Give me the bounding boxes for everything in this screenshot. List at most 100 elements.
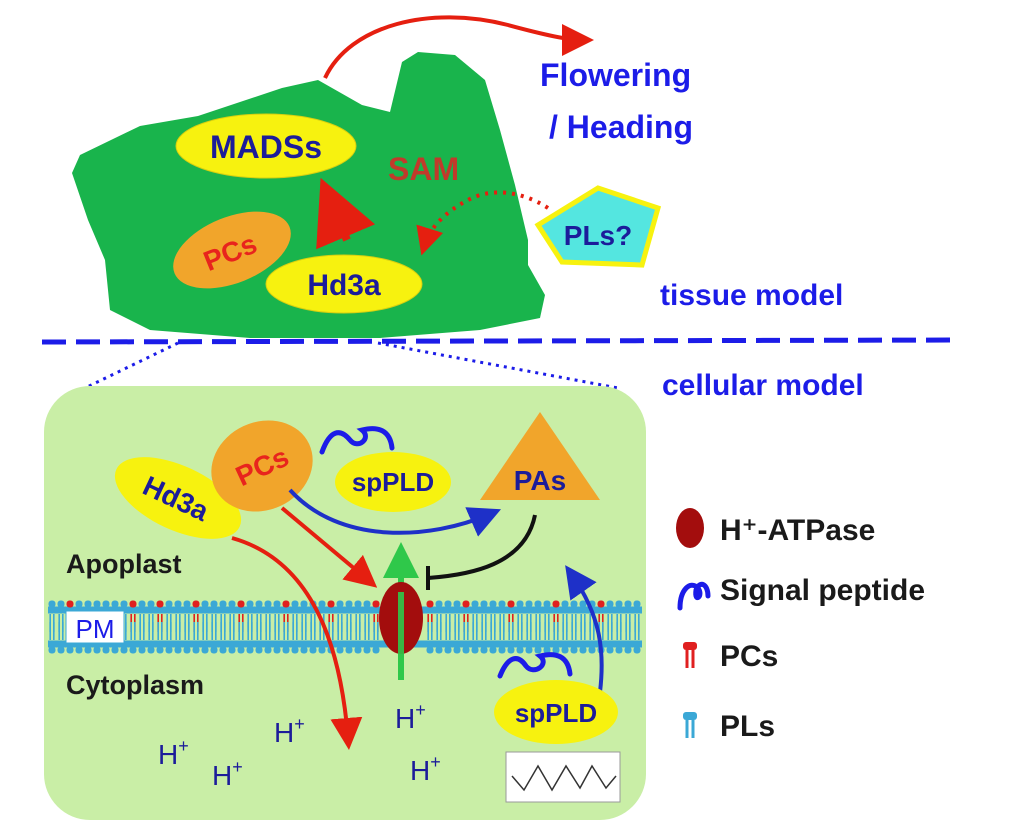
lipid-head [372, 646, 380, 654]
lipid-head [354, 600, 362, 608]
lipid-head [624, 646, 632, 654]
lipid-head [66, 646, 74, 654]
lipid-head [309, 646, 317, 654]
legend: H⁺-ATPase Signal peptide PCs PLs [676, 508, 925, 743]
legend-atpase-icon [676, 508, 704, 548]
lipid-head [462, 646, 470, 654]
zoom-line-left [84, 341, 179, 390]
hd3a-ellipse-cell [114, 457, 242, 539]
mads-label: MADSs [210, 129, 322, 165]
cellular-model: PM Apoplast Cytoplasm Hd3a PCs spPLD PAs… [44, 386, 646, 820]
lipid-head [543, 600, 551, 608]
lipid-head [435, 646, 443, 654]
lipid-head [156, 646, 164, 654]
lipid-head [480, 646, 488, 654]
lipid-head [282, 646, 290, 654]
lipid-head [552, 646, 560, 654]
lipid-head [111, 646, 119, 654]
waveform-inset [505, 751, 621, 803]
legend-pc-icon [683, 642, 697, 668]
legend-pl-icon [683, 712, 697, 738]
lipid-head [534, 646, 542, 654]
lipid-head [525, 600, 533, 608]
lipid-head [318, 600, 326, 608]
lipid-head [363, 646, 371, 654]
lipid-head [489, 600, 497, 608]
lipid-head [525, 646, 533, 654]
tissue-model: Flowering / Heading MADSs SAM PCs Hd3a P… [72, 15, 843, 338]
legend-signal-peptide-label: Signal peptide [720, 574, 925, 607]
lipid-head [129, 646, 137, 654]
lipid-head [111, 600, 119, 608]
lipid-head [147, 600, 155, 608]
lipid-head [210, 646, 218, 654]
flowering-label: Flowering [540, 57, 691, 93]
lipid-head [273, 646, 281, 654]
pm-label: PM [76, 614, 115, 644]
proton-1: H+ [395, 700, 426, 734]
lipid-head [300, 646, 308, 654]
lipid-head [570, 646, 578, 654]
lipid-head [579, 646, 587, 654]
lipid-head [471, 600, 479, 608]
pcs-ellipse-tissue [173, 211, 291, 289]
lipid-head [444, 646, 452, 654]
lipid-head [462, 600, 470, 608]
lipid-head [552, 600, 560, 608]
cellular-model-title: cellular model [662, 369, 864, 402]
hd3a-ellipse-tissue [265, 254, 423, 314]
lipid-head [480, 600, 488, 608]
lipid-head [363, 600, 371, 608]
lipid-head [183, 646, 191, 654]
lipid-head [507, 646, 515, 654]
lipid-head [129, 600, 137, 608]
lipid-head [228, 600, 236, 608]
heading-label: / Heading [549, 109, 693, 145]
lipid-head [426, 646, 434, 654]
lipid-head [291, 646, 299, 654]
pcs-activates-atpase [280, 506, 378, 588]
lipid-head [336, 646, 344, 654]
lipid-head [354, 646, 362, 654]
legend-signal-peptide-icon [677, 581, 711, 611]
sppld-label-bottom: spPLD [515, 698, 597, 728]
lipid-head [579, 600, 587, 608]
legend-pls-label: PLs [720, 710, 775, 743]
lipid-head [102, 646, 110, 654]
lipid-head [57, 646, 65, 654]
pm-label-box [65, 610, 125, 644]
lipid-head [345, 646, 353, 654]
zoom-line-right [377, 341, 619, 390]
lipid-head [318, 646, 326, 654]
mads-ellipse [175, 113, 357, 179]
lipid-head [570, 600, 578, 608]
pas-inhibits-atpase [427, 514, 537, 580]
lipid-head [237, 646, 245, 654]
lipid-head [615, 600, 623, 608]
lipid-head [219, 600, 227, 608]
lipid-head [75, 600, 83, 608]
lipid-head [138, 646, 146, 654]
lipid-head [201, 646, 209, 654]
sppld-to-pas-arrow [565, 565, 604, 693]
lipid-head [327, 600, 335, 608]
lipid-head [489, 646, 497, 654]
pls-pentagon [534, 185, 662, 268]
lipid-head [453, 646, 461, 654]
legend-atpase-label: H⁺-ATPase [720, 514, 875, 547]
lipid-head [147, 646, 155, 654]
lipid-head [444, 600, 452, 608]
lipid-head [237, 600, 245, 608]
lipid-head [84, 600, 92, 608]
lipid-head [165, 646, 173, 654]
lipid-head [291, 600, 299, 608]
sppld-label-top: spPLD [352, 467, 434, 497]
sppld-ellipse-bottom [494, 680, 618, 744]
lipid-head [255, 646, 263, 654]
lipid-head [606, 646, 614, 654]
pcs-ellipse-cell [211, 420, 313, 512]
lipid-head [516, 600, 524, 608]
lipid-head [165, 600, 173, 608]
lipid-head [471, 646, 479, 654]
lipid-head [255, 600, 263, 608]
